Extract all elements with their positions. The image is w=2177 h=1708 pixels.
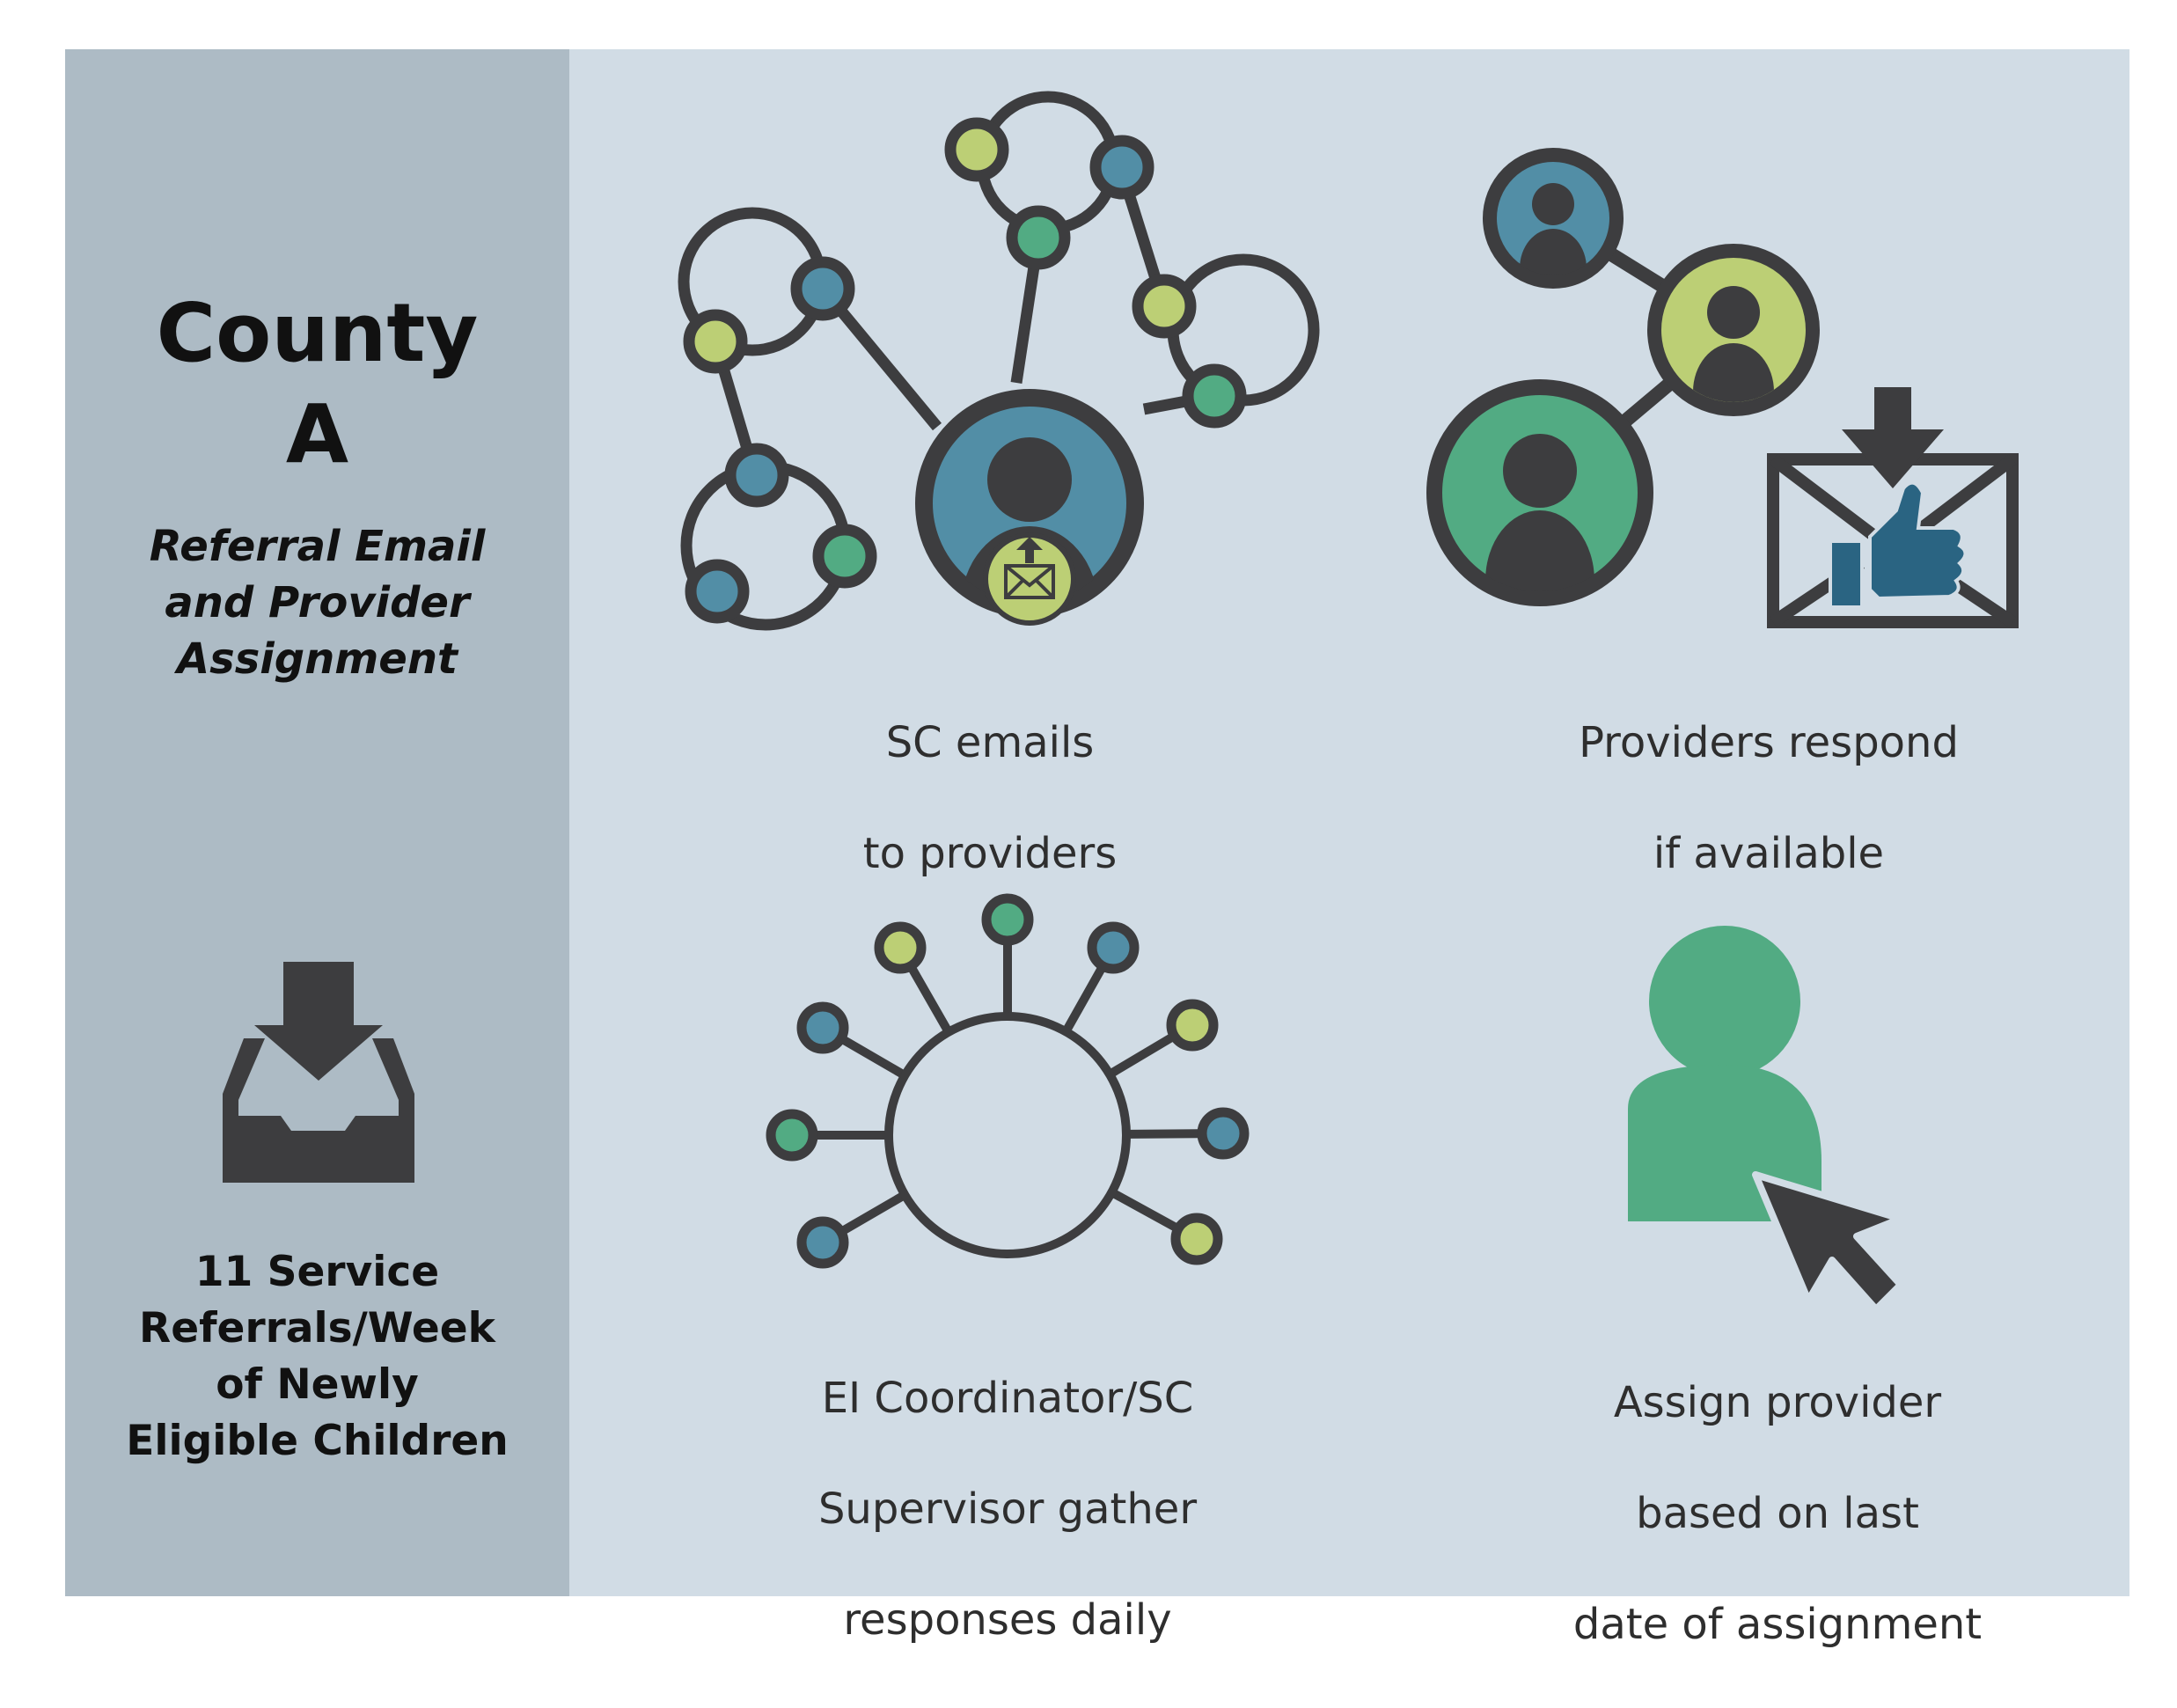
step-caption: SC emails to providers	[770, 660, 1210, 937]
subtitle-line: and Provider	[165, 578, 470, 627]
hub-icon	[766, 893, 1250, 1269]
caption-line: Supervisor gather	[817, 1484, 1198, 1534]
subtitle-line: Assignment	[177, 634, 458, 684]
title-line: County	[156, 286, 479, 380]
caption-line: if available	[1653, 829, 1885, 878]
step-caption: EI Coordinator/SC Supervisor gather resp…	[774, 1316, 1241, 1704]
stat-line: of Newly	[216, 1360, 419, 1409]
caption-line: to providers	[862, 829, 1118, 878]
page-subtitle: Referral Email and Provider Assignment	[65, 518, 569, 687]
caption-line: EI Coordinator/SC	[821, 1374, 1194, 1423]
inbox-icon	[223, 962, 414, 1183]
person-cursor-icon	[1628, 926, 1904, 1311]
stat-line: 11 Service	[194, 1248, 440, 1296]
caption-line: responses daily	[843, 1595, 1172, 1645]
step-caption: Assign provider based on last date of as…	[1531, 1320, 2024, 1708]
caption-line: Assign provider	[1613, 1378, 1942, 1427]
caption-line: SC emails	[885, 718, 1095, 767]
providers-thumbs-up-icon	[1426, 148, 2019, 628]
caption-line: date of assignment	[1572, 1600, 1983, 1649]
stat-line: Eligible Children	[126, 1417, 509, 1465]
title-line: A	[285, 387, 349, 481]
page-title: County A	[65, 282, 569, 485]
step-caption: Providers respond if available	[1522, 660, 2015, 937]
referrals-stat: 11 Service Referrals/Week of Newly Eligi…	[65, 1244, 569, 1470]
subtitle-line: Referral Email	[149, 522, 486, 571]
network-email-icon	[678, 91, 1320, 631]
sidebar: County A Referral Email and Provider Ass…	[65, 49, 569, 1596]
caption-line: based on last	[1636, 1489, 1919, 1538]
caption-line: Providers respond	[1579, 718, 1959, 767]
stat-line: Referrals/Week	[139, 1304, 495, 1352]
